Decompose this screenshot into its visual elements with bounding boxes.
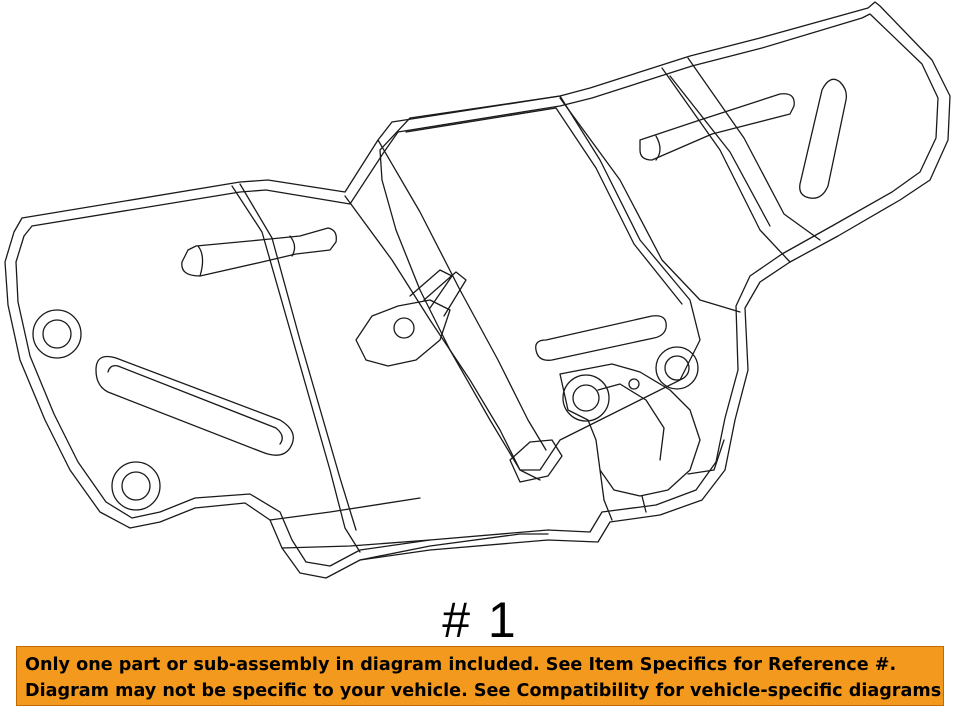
slot-upper-right (639, 93, 795, 161)
mount-hole-small (393, 317, 415, 339)
notice-line-2: Diagram may not be specific to your vehi… (25, 681, 944, 701)
bracket-outline (4, 1, 951, 579)
center-block-left-edge (344, 195, 541, 481)
mount-hole-center-left (562, 374, 610, 422)
bracket-line-drawing (4, 1, 951, 579)
mount-hole-left-upper (32, 309, 82, 359)
slot-center (535, 315, 667, 361)
slot-upper-left (181, 227, 337, 277)
mount-hole-left-lower (111, 461, 161, 511)
slot-long-left (95, 355, 294, 456)
left-panel-fold (231, 185, 361, 553)
bracket-inner-outline (15, 13, 939, 567)
parts-diagram (4, 1, 951, 579)
tab-left (355, 299, 451, 367)
slot-far-right (799, 78, 848, 199)
notice-banner: Only one part or sub-assembly in diagram… (16, 646, 944, 706)
center-block (379, 95, 701, 471)
mount-hole-center-right (655, 346, 699, 390)
notice-line-1: Only one part or sub-assembly in diagram… (25, 655, 897, 675)
connector-housing (559, 363, 701, 497)
right-panel-fold (559, 97, 741, 313)
part-number-label: # 1 (442, 592, 518, 648)
bottom-tab (509, 439, 563, 483)
